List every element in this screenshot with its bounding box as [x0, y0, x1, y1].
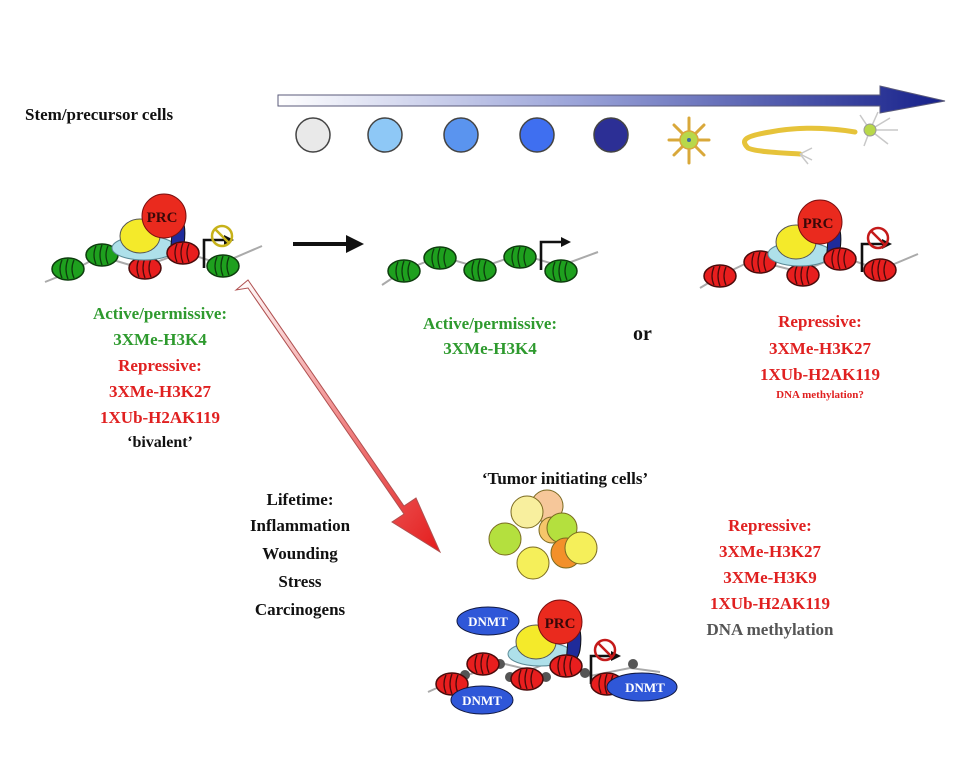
prc-label-repressed: PRC: [803, 216, 834, 232]
tumor-mark-1: 3XMe-H3K27: [719, 542, 821, 561]
tumor-mark-3: 1XUb-H2AK119: [710, 594, 830, 613]
cell-stage-2: [367, 117, 403, 153]
lifetime-factor: Wounding: [262, 544, 338, 563]
cell-stage-1: [295, 117, 331, 153]
active-outcome-mark: 3XMe-H3K4: [443, 339, 537, 358]
tumor-dna-methylation: DNA methylation: [706, 620, 834, 639]
lifetime-heading: Lifetime:: [266, 490, 334, 509]
transition-arrow: [293, 235, 364, 253]
differentiation-arrow: [277, 85, 946, 114]
cell-stage-4: [519, 117, 555, 153]
tumor-mark-2: 3XMe-H3K9: [723, 568, 817, 587]
cell-stage-3: [443, 117, 479, 153]
neuron-icon: [742, 111, 898, 165]
bivalent-chromatin: [44, 193, 263, 283]
bivalent-active-heading: Active/permissive:: [92, 304, 228, 323]
bivalent-state-label: ‘bivalent’: [127, 434, 193, 451]
repressed-outcome-note: DNA methylation?: [776, 389, 864, 401]
repressed-chromatin: [699, 199, 919, 289]
repressed-outcome-heading: Repressive:: [778, 312, 862, 331]
dnmt-label-3: DNMT: [625, 680, 665, 695]
active-outcome-heading: Active/permissive:: [422, 314, 558, 333]
repressed-outcome-mark-1: 3XMe-H3K27: [769, 339, 871, 358]
blocked-transcription-icon-tumor: [593, 638, 617, 662]
tumorigenesis-arrow: [234, 279, 442, 554]
bivalent-repressive-mark-2: 1XUb-H2AK119: [100, 408, 220, 427]
stem-cells-label: Stem/precursor cells: [25, 105, 174, 124]
lifetime-factor: Stress: [278, 572, 322, 591]
dnmt-oval-1: [456, 606, 520, 636]
tumor-repressive-heading: Repressive:: [728, 516, 812, 535]
repressed-outcome-mark-2: 1XUb-H2AK119: [760, 365, 880, 384]
cell-stage-5: [593, 117, 629, 153]
dnmt-label-2: DNMT: [462, 693, 502, 708]
tumor-title: ‘Tumor initiating cells’: [481, 469, 649, 488]
prc-label-bivalent: PRC: [147, 210, 178, 226]
dnmt-oval-3: [606, 672, 678, 702]
blocked-transcription-icon: [866, 226, 890, 250]
lifetime-factor: Inflammation: [249, 516, 351, 535]
tumor-cell-cluster: [488, 489, 598, 580]
dnmt-oval-2: [450, 685, 514, 715]
yellow-blocked-icon: [210, 224, 234, 248]
tumor-chromatin: [427, 599, 678, 715]
or-connector: or: [633, 323, 652, 345]
dnmt-label-1: DNMT: [468, 614, 508, 629]
astrocyte-icon: [667, 116, 711, 165]
bivalent-repressive-mark-1: 3XMe-H3K27: [109, 382, 211, 401]
prc-label-tumor: PRC: [545, 616, 576, 632]
differentiation-cells: [295, 117, 629, 153]
active-chromatin: [381, 235, 599, 286]
bivalent-repressive-heading: Repressive:: [118, 356, 202, 375]
lifetime-factor: Carcinogens: [254, 600, 346, 619]
bivalent-active-mark: 3XMe-H3K4: [113, 330, 207, 349]
